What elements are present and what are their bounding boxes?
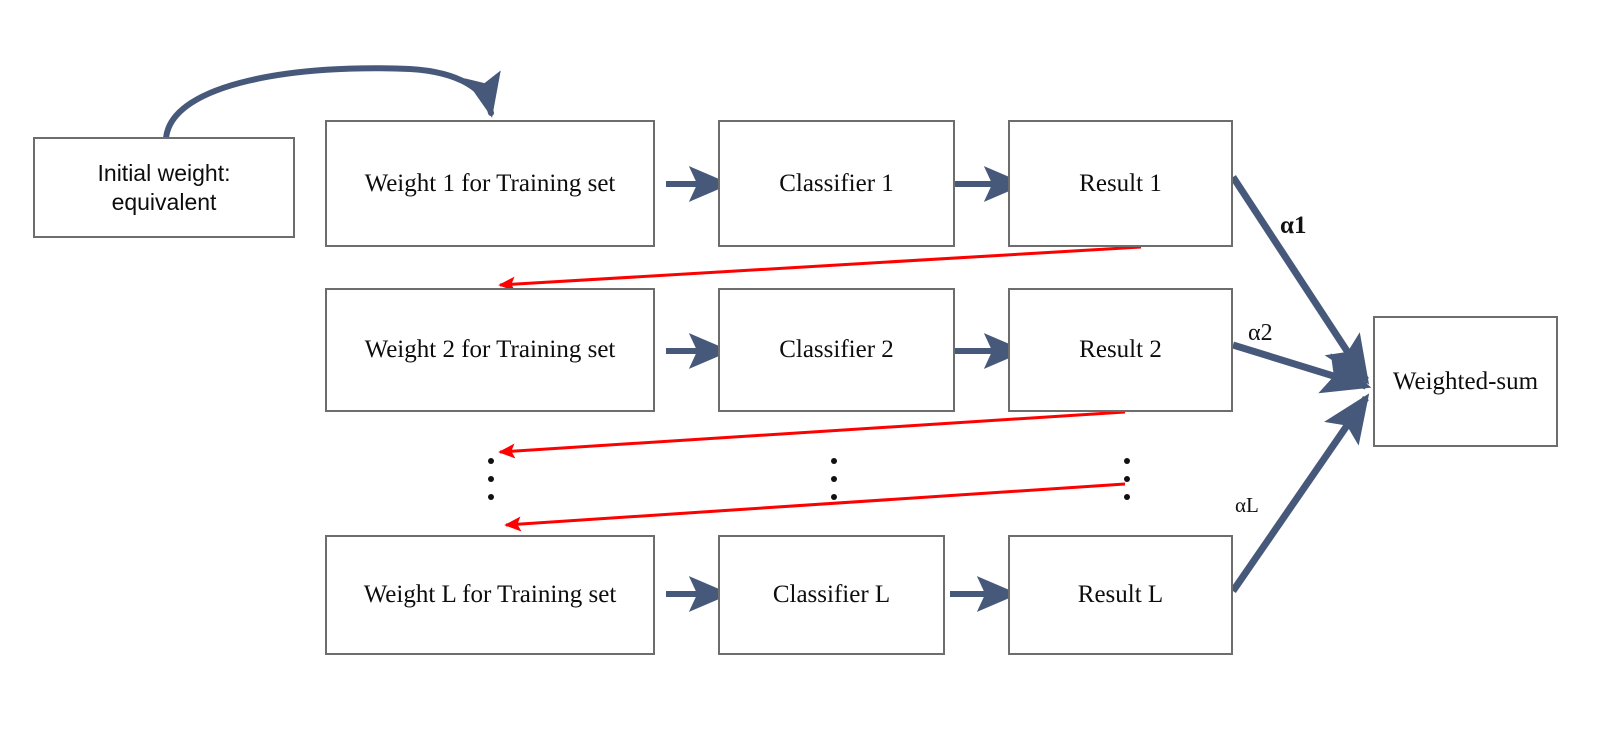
node-weighted-sum[interactable]: Weighted-sum	[1373, 316, 1558, 447]
feedback-result-1-to-weight-2	[498, 245, 1142, 292]
node-weight-2-label: Weight 2 for Training set	[364, 336, 616, 364]
edge-label-alpha-l: αL	[1235, 493, 1259, 518]
ellipsis-weight-column	[487, 458, 494, 500]
node-weight-1-label: Weight 1 for Training set	[364, 169, 616, 197]
ellipsis-dot	[830, 494, 837, 500]
node-classifier-l[interactable]: Classifier L	[718, 535, 945, 655]
ellipsis-dot	[830, 476, 837, 482]
edge-label-alpha-2: α2	[1248, 320, 1273, 347]
node-result-2-label: Result 2	[1079, 336, 1162, 364]
node-weight-1[interactable]: Weight 1 for Training set	[325, 120, 655, 247]
edge-label-alpha-l-text: αL	[1235, 493, 1259, 517]
ellipsis-dot	[1123, 476, 1130, 482]
node-classifier-1[interactable]: Classifier 1	[718, 120, 955, 247]
node-classifier-1-label: Classifier 1	[779, 169, 894, 197]
edge-result-1-to-weighted-sum	[1230, 175, 1370, 385]
node-result-l-label: Result L	[1077, 581, 1164, 609]
node-classifier-2[interactable]: Classifier 2	[718, 288, 955, 412]
feedback-ellipsis-to-weight-l	[504, 482, 1126, 532]
feedback-result-2-to-ellipsis	[498, 410, 1126, 459]
ellipsis-dot	[830, 458, 837, 464]
node-initial-weight-label: Initial weight: equivalent	[98, 159, 231, 217]
ellipsis-dot	[487, 476, 494, 482]
node-weight-l-label: Weight L for Training set	[363, 581, 617, 609]
node-initial-weight-line1: Initial weight:	[97, 159, 231, 186]
edge-label-alpha-1: α1	[1280, 212, 1306, 240]
node-result-1-label: Result 1	[1079, 169, 1162, 197]
edge-result-2-to-weighted-sum	[1231, 341, 1372, 394]
node-weighted-sum-label: Weighted-sum	[1392, 367, 1539, 395]
ellipsis-dot	[487, 494, 494, 500]
node-result-1[interactable]: Result 1	[1008, 120, 1233, 247]
node-weight-2[interactable]: Weight 2 for Training set	[325, 288, 655, 412]
ellipsis-result-column	[1123, 458, 1130, 500]
ellipsis-classifier-column	[830, 458, 837, 500]
node-weight-l[interactable]: Weight L for Training set	[325, 535, 655, 655]
ellipsis-dot	[487, 458, 494, 464]
ellipsis-dot	[1123, 494, 1130, 500]
edge-label-alpha-1-text: α1	[1280, 212, 1307, 239]
node-classifier-2-label: Classifier 2	[779, 336, 894, 364]
node-classifier-l-label: Classifier L	[772, 581, 891, 609]
node-result-l[interactable]: Result L	[1008, 535, 1233, 655]
edge-label-alpha-2-text: α2	[1248, 320, 1273, 346]
ellipsis-dot	[1123, 458, 1130, 464]
node-result-2[interactable]: Result 2	[1008, 288, 1233, 412]
node-initial-weight[interactable]: Initial weight: equivalent	[33, 137, 295, 238]
node-initial-weight-line2: equivalent	[111, 188, 217, 215]
